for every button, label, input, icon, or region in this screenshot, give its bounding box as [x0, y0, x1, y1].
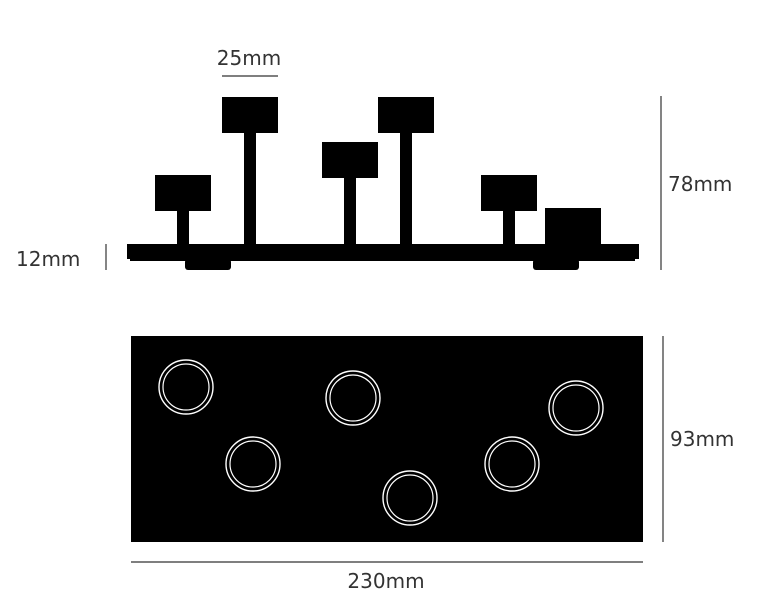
side-foot-left — [185, 259, 231, 270]
candle-holder-stem — [344, 176, 356, 246]
candle-ring — [484, 436, 540, 492]
candle-holder-cup — [155, 175, 211, 211]
candle-holder-cup — [545, 208, 601, 246]
dimension-lines — [105, 75, 664, 563]
top-base-plate — [131, 336, 643, 542]
side-view — [127, 97, 639, 270]
candle-holder-cup — [378, 97, 434, 133]
candle-ring — [325, 370, 381, 426]
length-label: 230mm — [347, 569, 424, 593]
depth-label: 93mm — [670, 427, 734, 451]
total-height-label: 78mm — [668, 172, 732, 196]
side-base-lip — [130, 258, 635, 261]
top-rings — [158, 359, 604, 526]
candle-ring — [382, 470, 438, 526]
top-view — [131, 336, 643, 542]
candle-ring — [548, 380, 604, 436]
candle-holder-cup — [481, 175, 537, 211]
candle-holder-stem — [400, 131, 412, 246]
candle-holder-stem — [177, 209, 189, 246]
candle-ring — [158, 359, 214, 415]
base-height-label: 12mm — [16, 247, 80, 271]
candle-holder-cup — [222, 97, 278, 133]
side-foot-right — [533, 259, 579, 270]
side-base-plate — [127, 244, 639, 259]
candle-ring — [225, 436, 281, 492]
candle-holder-stem — [503, 209, 515, 246]
candle-holder-cup — [322, 142, 378, 178]
cup-width-label: 25mm — [217, 46, 281, 70]
candle-holder-stem — [244, 131, 256, 246]
